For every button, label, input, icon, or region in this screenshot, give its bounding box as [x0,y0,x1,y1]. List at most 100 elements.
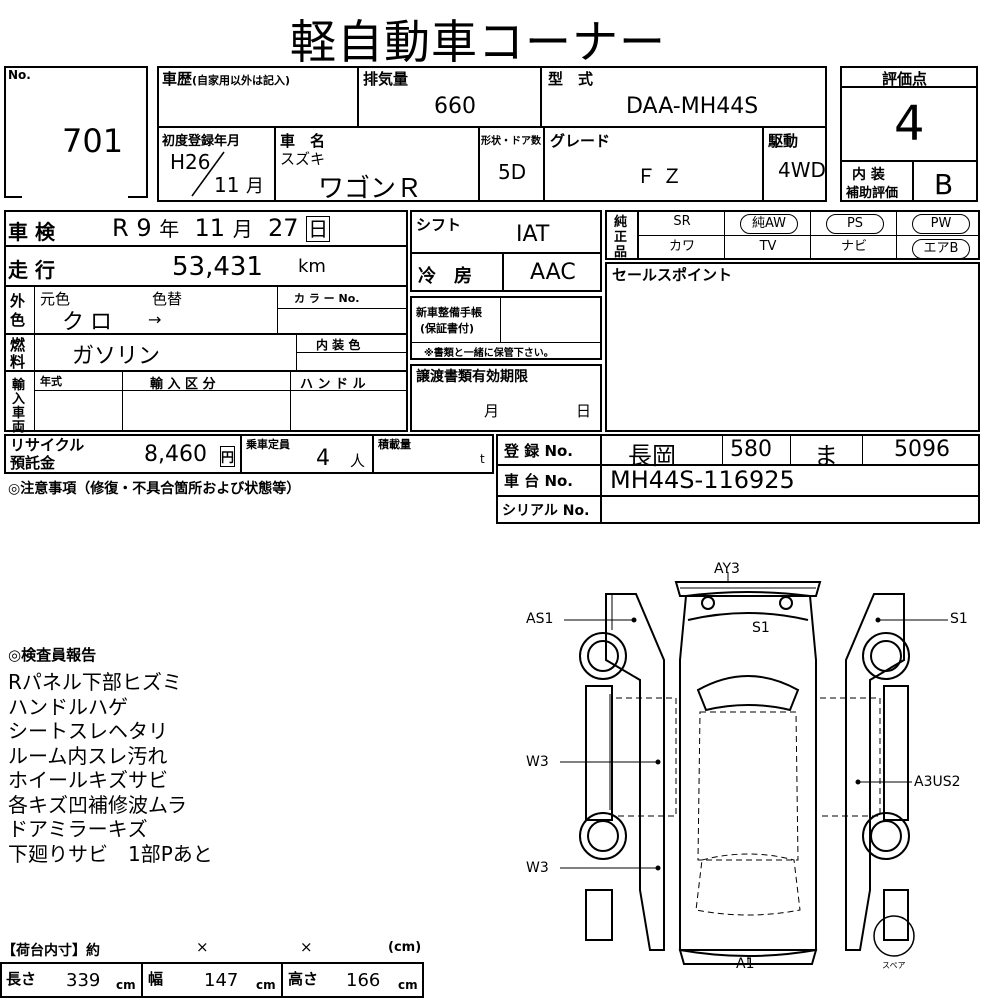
car-name-value: ワゴンＲ [318,174,423,204]
diagram-ay3: AY3 [714,561,740,577]
equipment-item: カワ [668,239,695,254]
recycle-label-2: 預託金 [10,454,56,472]
grade-value: ＦＺ [636,164,688,188]
inspector-line: 各キズ凹補修波ムラ [8,792,187,817]
displacement-value: 660 [434,94,476,119]
service-book-note: ※書類と一緒に保管下さい。 [424,348,554,359]
load-unit: t [480,452,485,466]
transfer-day-unit: 日 [576,402,592,420]
shift-value: IAT [516,222,550,247]
cargo-height-unit: cm [398,978,418,992]
service-book-label-1: 新車整備手帳 [416,306,482,319]
shift-block [410,210,602,292]
inspector-line: ホイールキズサビ [8,768,168,792]
import-side-2: 入 [12,392,26,407]
model-value: DAA-MH44S [626,94,759,119]
car-maker: スズキ [280,150,326,168]
mileage-unit: km [298,256,326,277]
import-side-1: 輸 [12,378,26,393]
interior-label-2: 補助評価 [846,186,899,201]
mileage-label: 走 行 [8,258,55,282]
recycle-unit: 円 [220,446,236,467]
first-reg-label: 初度登録年月 [162,134,241,149]
exterior-side-1: 外 [10,292,26,310]
transfer-month-unit: 月 [484,402,500,420]
first-reg-month: 11 月 [214,173,264,197]
model-label: 型 式 [548,70,594,88]
cargo-width-unit: cm [256,978,276,992]
registration-block [496,434,980,524]
interior-color-label: 内 装 色 [316,338,361,352]
lot-number: 701 [62,122,124,160]
diagram-spare: スペア [882,961,906,970]
diagram-s1-right: S1 [950,611,968,627]
inspection-date: R 9 年 11 月 27 日 [112,214,331,242]
cargo-height: 166 [346,970,381,991]
inspector-title: ◎検査員報告 [8,646,97,664]
cargo-unit-header: (cm) [388,940,422,955]
aircon-label: 冷 房 [418,266,472,287]
chassis-label: 車 台 No. [504,472,574,490]
equipment-item: 純AW [740,214,798,234]
score-label: 評価点 [882,70,928,88]
history-label: 車歴(自家用以外は記入) [162,70,291,88]
orig-color-value: クロ [62,310,119,335]
inspector-line: ハンドルハゲ [8,694,128,719]
orig-color-label: 元色 [40,290,71,308]
registration-number: 5096 [894,437,950,462]
cargo-width: 147 [204,970,239,991]
fuel-value: ガソリン [72,344,161,369]
chassis-value: MH44S-116925 [610,466,795,494]
score-box [840,66,978,202]
lot-label: No. [8,68,31,82]
color-no-label: カ ラ ー No. [294,292,360,305]
load-label: 積載量 [378,438,411,451]
recycle-block [4,434,494,474]
recycle-value: 8,460 [144,442,207,467]
info-grid [157,66,827,202]
inspector-line: ドアミラーキズ [8,817,148,841]
slash-divider [191,151,225,197]
diagram-as1: AS1 [526,611,554,627]
cargo-box [0,962,424,998]
color-change-arrow: → [148,310,162,329]
interior-score-value: B [934,168,954,201]
doors-label: 形状・ドア数 [481,136,541,147]
import-side-3: 車 [12,406,26,421]
import-side-4: 両 [12,420,26,435]
cargo-x1: × [196,938,209,956]
first-reg-year: H26 [170,150,211,174]
displacement-label: 排気量 [363,70,409,88]
equipment-item: PW [912,214,970,234]
cargo-width-label: 幅 [148,970,164,988]
inspector-line: シートスレヘタリ [8,719,168,743]
diagram-s1-top: S1 [752,620,770,636]
cargo-height-label: 高さ [288,970,319,988]
serial-label: シリアル No. [502,503,590,519]
registration-class: 580 [730,437,772,462]
cargo-length-unit: cm [116,978,136,992]
registration-label: 登 録 No. [504,442,574,460]
notes-header: ◎注意事項（修復・不具合箇所および状態等） [8,481,301,497]
transfer-block [410,364,602,432]
diagram-a3us2: A3US2 [914,774,961,790]
aircon-value: AAC [530,260,576,285]
cargo-length: 339 [66,970,101,991]
inspection-block [4,210,408,432]
equipment-side-1: 純 [614,215,628,230]
recycle-label-1: リサイクル [10,436,85,454]
sales-point-label: セールスポイント [612,266,733,284]
equipment-item: PS [826,214,884,234]
capacity-label: 乗車定員 [246,438,290,451]
diagram-w3-a: W3 [526,754,549,770]
car-diagram [560,572,948,965]
mileage-value: 53,431 [172,252,263,282]
registration-area: 長岡 [628,442,676,470]
transfer-label: 譲渡書類有効期限 [416,369,528,385]
cargo-length-label: 長さ [6,970,37,988]
exterior-side-2: 色 [10,311,26,329]
score-value: 4 [894,96,925,152]
service-book-block [410,296,602,360]
equipment-item: TV [759,239,777,254]
import-year-label: 年式 [40,375,62,388]
